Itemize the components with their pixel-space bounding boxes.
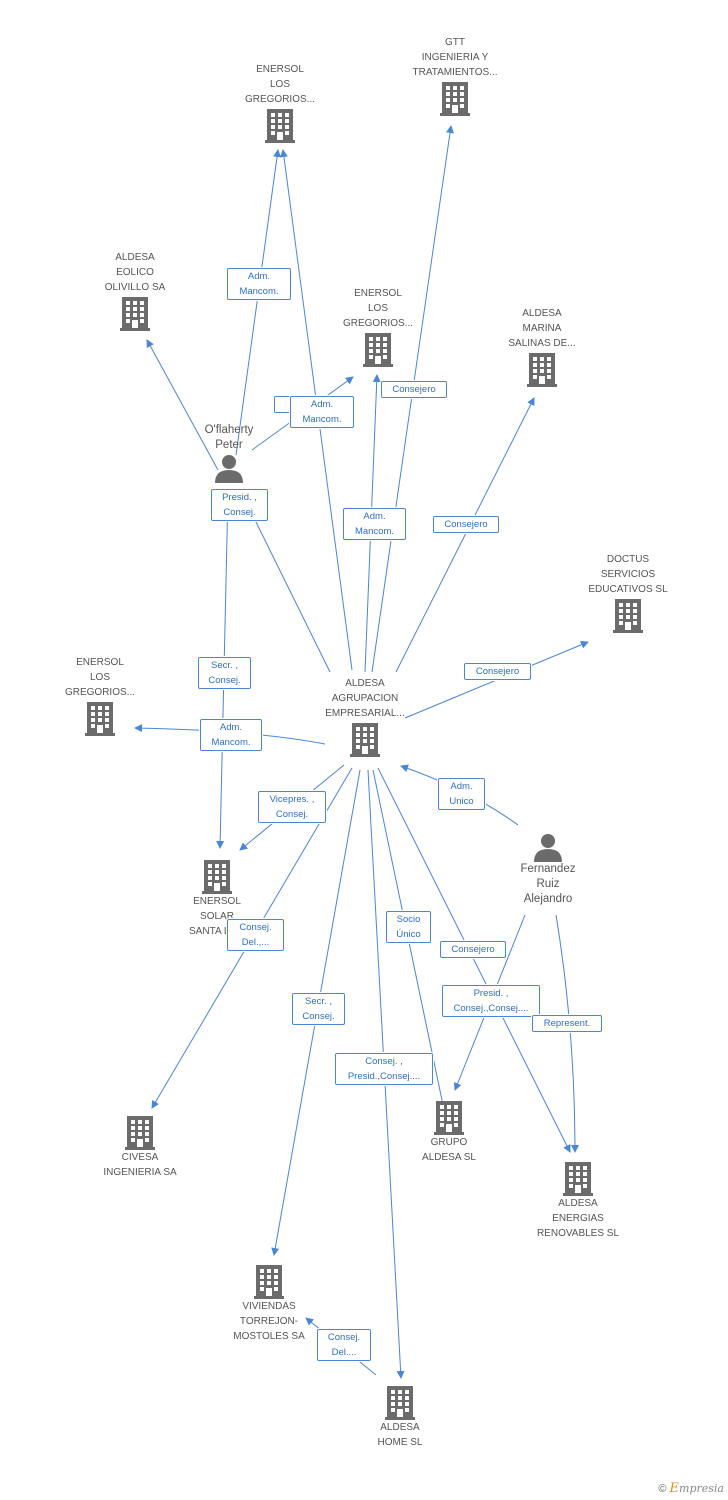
building-icon [264, 107, 296, 143]
node-label: O'flaherty Peter [204, 424, 254, 451]
node-gtt[interactable]: GTT INGENIERIA Y TRATAMIENTOS... [390, 35, 520, 116]
building-icon [362, 331, 394, 367]
edge-label-adm-mancom[interactable]: Adm. Mancom. [343, 508, 406, 540]
brand-logo-text: mpresia [679, 1482, 724, 1495]
edge-agr-doctus [404, 640, 589, 719]
building-icon [384, 1384, 416, 1420]
edge-label-represent[interactable]: Represent. [532, 1015, 602, 1032]
building-icon [349, 721, 381, 757]
node-label: ENERSOL LOS GREGORIOS... [244, 64, 315, 105]
building-icon [84, 700, 116, 736]
node-civesa[interactable]: CIVESA INGENIERIA SA [75, 1114, 205, 1180]
edge-label-consejero[interactable]: Consejero [381, 381, 447, 398]
person-icon [533, 832, 563, 862]
node-enersol-top[interactable]: ENERSOL LOS GREGORIOS... [215, 62, 345, 143]
building-icon [124, 1114, 156, 1150]
edge-label-consej-presid[interactable]: Consej. , Presid.,Consej.... [335, 1053, 433, 1085]
node-aldesa-agrupacion[interactable]: ALDESA AGRUPACION EMPRESARIAL... [300, 676, 430, 757]
node-oflaherty[interactable]: O'flaherty Peter [164, 423, 294, 483]
node-label: GRUPO ALDESA SL [422, 1137, 476, 1163]
node-aldesa-eolico[interactable]: ALDESA EOLICO OLIVILLO SA [70, 250, 200, 331]
edge-agr-oflaherty [254, 519, 331, 673]
node-fernandez[interactable]: Fernandez Ruiz Alejandro [483, 832, 613, 907]
edge-oflaherty-enersol-top [235, 149, 282, 456]
edge-label-adm-mancom[interactable]: Adm. Mancom. [227, 268, 291, 300]
node-label: ALDESA AGRUPACION EMPRESARIAL... [325, 678, 405, 719]
building-icon [433, 1099, 465, 1135]
node-label: ALDESA HOME SL [377, 1422, 423, 1448]
node-label: ENERSOL LOS GREGORIOS... [342, 288, 413, 329]
building-icon [201, 858, 233, 894]
edge-label-consej-del[interactable]: Consej. Del.... [317, 1329, 371, 1361]
edge-label-vicepres-consej[interactable]: Vicepres. , Consej. [258, 791, 326, 823]
edge-fernandez-aldesa-energias [555, 914, 579, 1153]
edge-label-presid-consej[interactable]: Presid. , Consej.,Consej.... [442, 985, 540, 1017]
building-icon [562, 1160, 594, 1196]
copyright-symbol: © [658, 1483, 667, 1495]
person-icon [214, 453, 244, 483]
node-grupo-aldesa[interactable]: GRUPO ALDESA SL [384, 1099, 514, 1165]
edge-agr-aldesa-marina [395, 397, 535, 673]
node-label: DOCTUS SERVICIOS EDUCATIVOS SL [588, 554, 668, 595]
edge-label-secr-consej[interactable]: Secr. , Consej. [198, 657, 251, 689]
node-doctus[interactable]: DOCTUS SERVICIOS EDUCATIVOS SL [563, 552, 693, 633]
edge-label-adm-unico[interactable]: Adm. Unico [438, 778, 485, 810]
node-label: ENERSOL LOS GREGORIOS... [64, 657, 135, 698]
node-label: CIVESA INGENIERIA SA [103, 1152, 177, 1178]
edge-label-consejero[interactable]: Consejero [433, 516, 499, 533]
building-icon [612, 597, 644, 633]
edge-label-consej-del[interactable]: Consej. Del.,... [227, 919, 284, 951]
node-label: ALDESA ENERGIAS RENOVABLES SL [536, 1198, 620, 1239]
edge-label-adm-mancom[interactable]: Adm. Mancom. [290, 396, 354, 428]
node-label: GTT INGENIERIA Y TRATAMIENTOS... [412, 37, 498, 78]
edge-agr-aldesa-energias [377, 767, 571, 1153]
edge-label-adm-mancom[interactable]: Adm. Mancom. [200, 719, 262, 751]
node-label: VIVIENDAS TORREJON- MOSTOLES SA [233, 1301, 305, 1342]
brand-logo-letter: E [669, 1481, 680, 1496]
edge-agr-gtt [371, 125, 454, 673]
node-aldesa-marina[interactable]: ALDESA MARINA SALINAS DE... [477, 306, 607, 387]
node-enersol-left[interactable]: ENERSOL LOS GREGORIOS... [35, 655, 165, 736]
edge-label-consejero[interactable]: Consejero [464, 663, 531, 680]
node-viviendas[interactable]: VIVIENDAS TORREJON- MOSTOLES SA [204, 1263, 334, 1344]
edge-label-socio-unico[interactable]: Socio Único [386, 911, 431, 943]
node-label: ALDESA EOLICO OLIVILLO SA [104, 252, 166, 293]
edge-label-presid-consej[interactable]: Presid. , Consej. [211, 489, 268, 521]
edge-label-secr-consej[interactable]: Secr. , Consej. [292, 993, 345, 1025]
edge-label-consejero[interactable]: Consejero [440, 941, 506, 958]
node-aldesa-home[interactable]: ALDESA HOME SL [335, 1384, 465, 1450]
footer-brand: © Empresia [658, 1481, 724, 1496]
edge-oflaherty-aldesa-eolico [146, 339, 219, 471]
node-label: ALDESA MARINA SALINAS DE... [508, 308, 576, 349]
building-icon [526, 351, 558, 387]
building-icon [253, 1263, 285, 1299]
node-label: Fernandez Ruiz Alejandro [520, 863, 576, 905]
node-enersol-mid[interactable]: ENERSOL LOS GREGORIOS... [313, 286, 443, 367]
node-aldesa-energias[interactable]: ALDESA ENERGIAS RENOVABLES SL [513, 1160, 643, 1241]
building-icon [439, 80, 471, 116]
building-icon [119, 295, 151, 331]
